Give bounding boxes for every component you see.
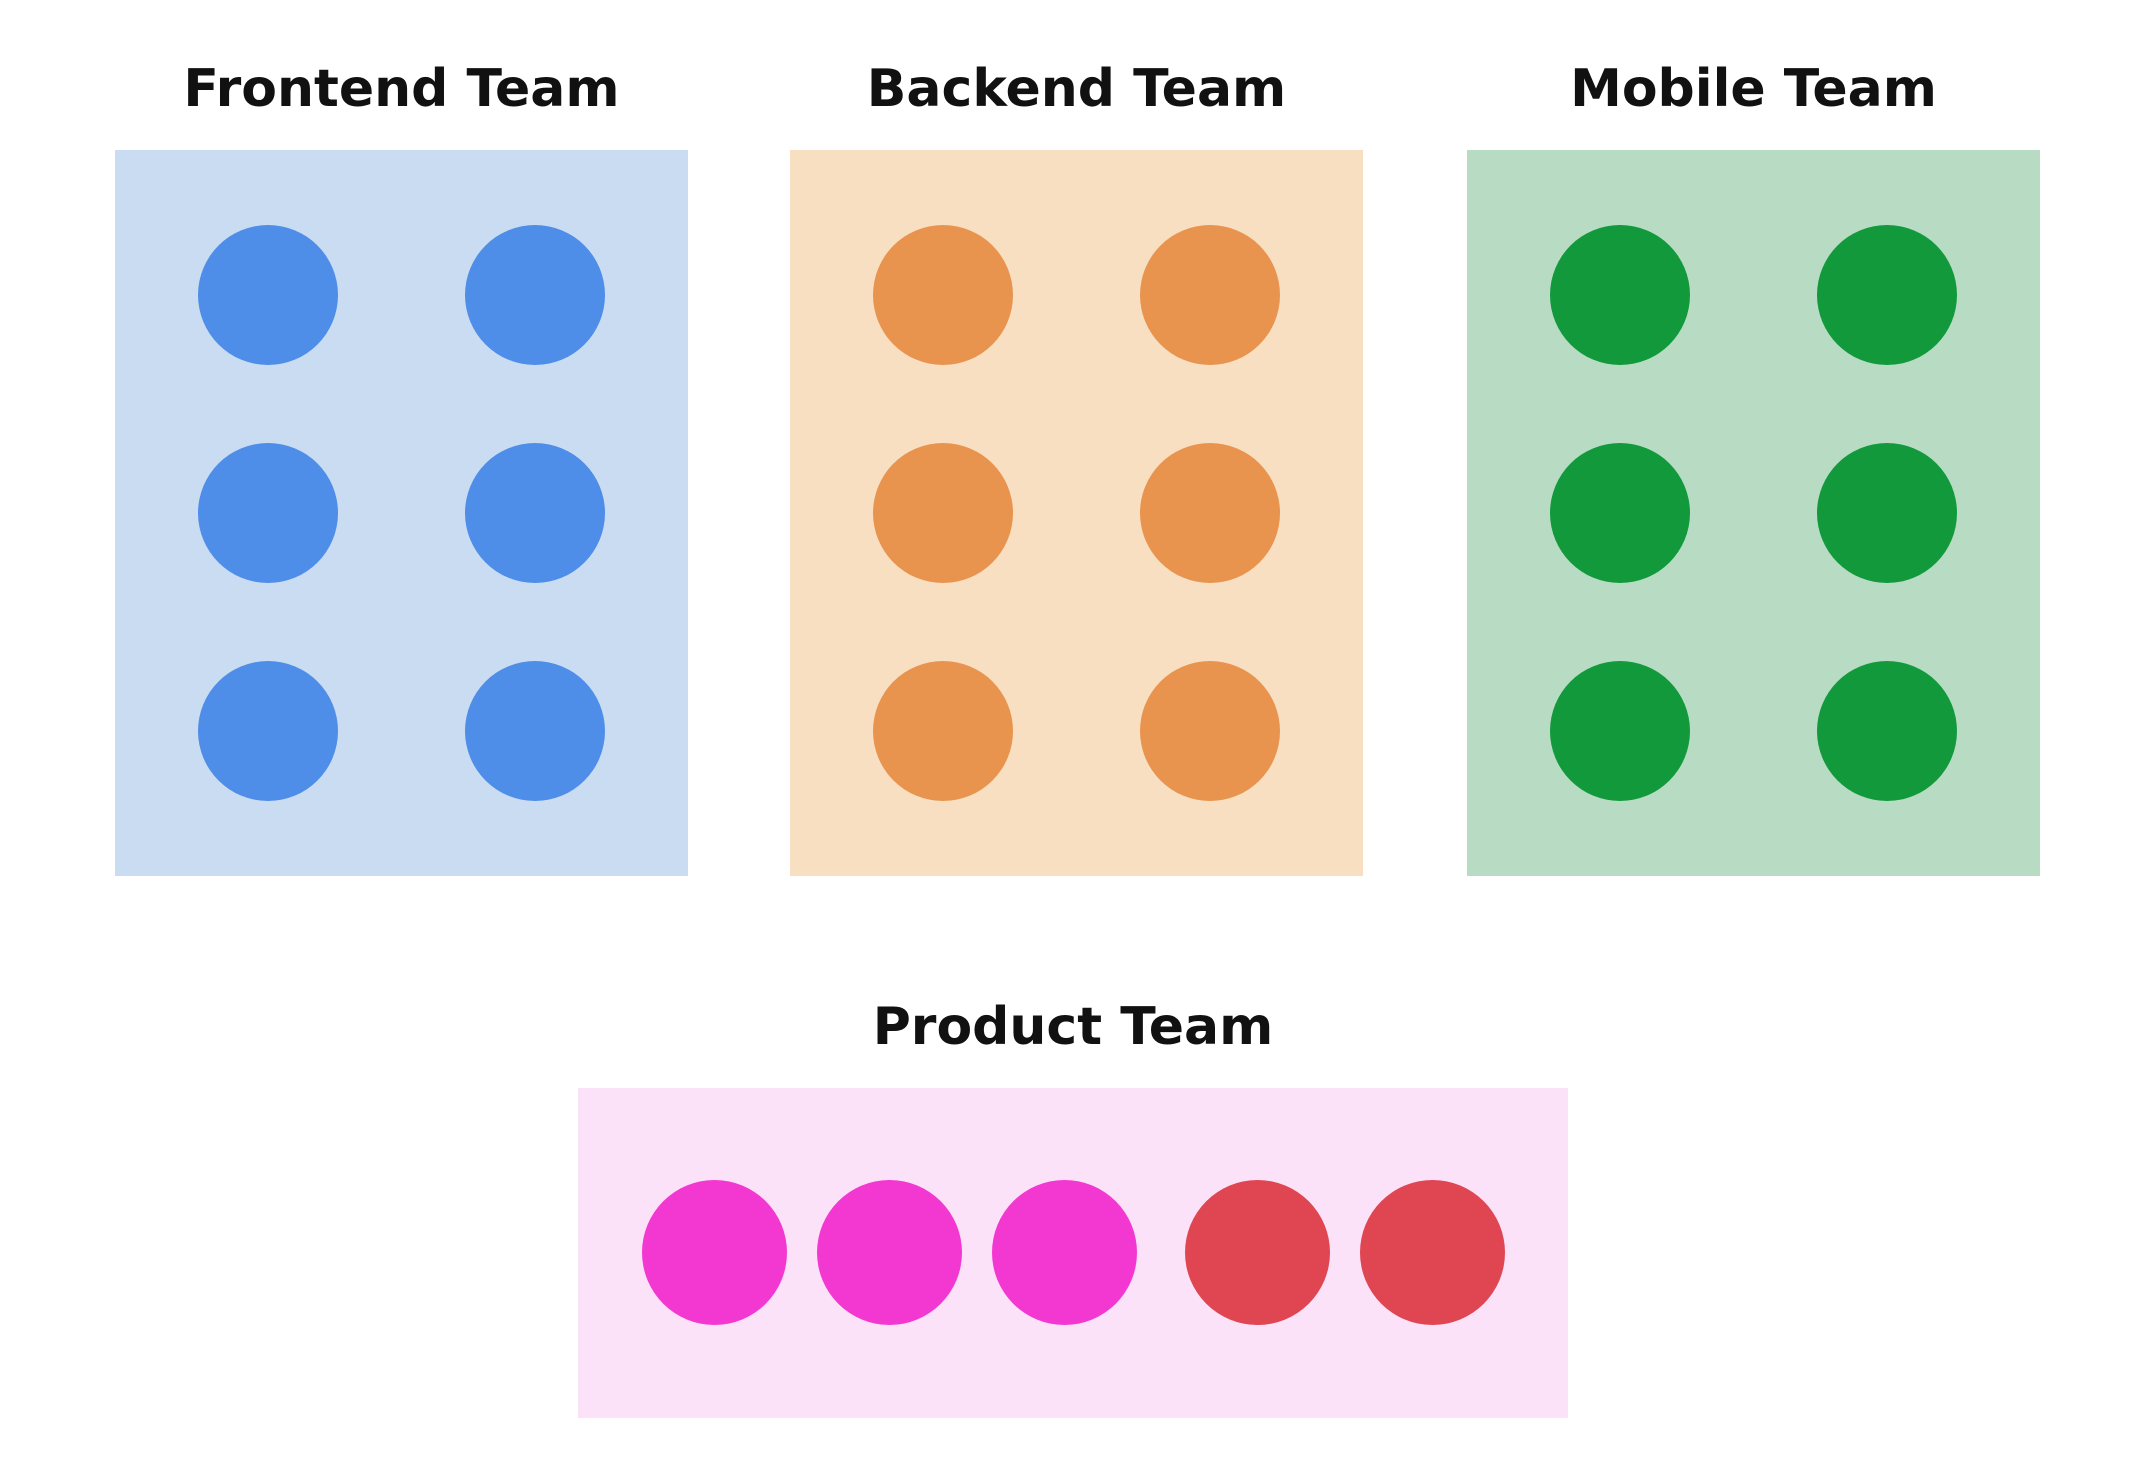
team-panel-product: Product Team	[578, 997, 1568, 1418]
team-box-frontend	[115, 149, 688, 876]
team-member-dot	[816, 1180, 962, 1326]
team-member-dot	[1550, 660, 1690, 801]
team-member-dot	[198, 660, 338, 801]
team-panel-backend: Backend Team	[790, 59, 1363, 876]
team-box-mobile	[1467, 149, 2040, 876]
team-member-dot	[1817, 442, 1957, 583]
team-member-dot	[873, 660, 1013, 801]
team-member-dot	[1140, 660, 1280, 801]
team-title-backend: Backend Team	[866, 59, 1287, 119]
team-box-product	[578, 1087, 1568, 1418]
team-title-product: Product Team	[872, 997, 1274, 1057]
team-member-dot	[1817, 660, 1957, 801]
team-member-dot	[991, 1180, 1137, 1326]
team-panel-frontend: Frontend Team	[115, 59, 688, 876]
team-member-dot	[1817, 224, 1957, 365]
team-member-dot	[198, 224, 338, 365]
team-member-dot	[198, 442, 338, 583]
team-title-mobile: Mobile Team	[1570, 59, 1937, 119]
team-member-dot	[641, 1180, 787, 1326]
team-member-dot	[465, 442, 605, 583]
team-member-dot	[873, 224, 1013, 365]
team-member-dot	[1184, 1180, 1330, 1326]
team-title-frontend: Frontend Team	[183, 59, 620, 119]
team-member-dot	[1550, 442, 1690, 583]
team-member-dot	[1140, 224, 1280, 365]
team-member-dot	[1550, 224, 1690, 365]
team-box-backend	[790, 149, 1363, 876]
team-panel-mobile: Mobile Team	[1467, 59, 2040, 876]
team-member-dot	[1359, 1180, 1505, 1326]
team-member-dot	[1140, 442, 1280, 583]
team-member-dot	[873, 442, 1013, 583]
team-member-dot	[465, 660, 605, 801]
team-member-dot	[465, 224, 605, 365]
